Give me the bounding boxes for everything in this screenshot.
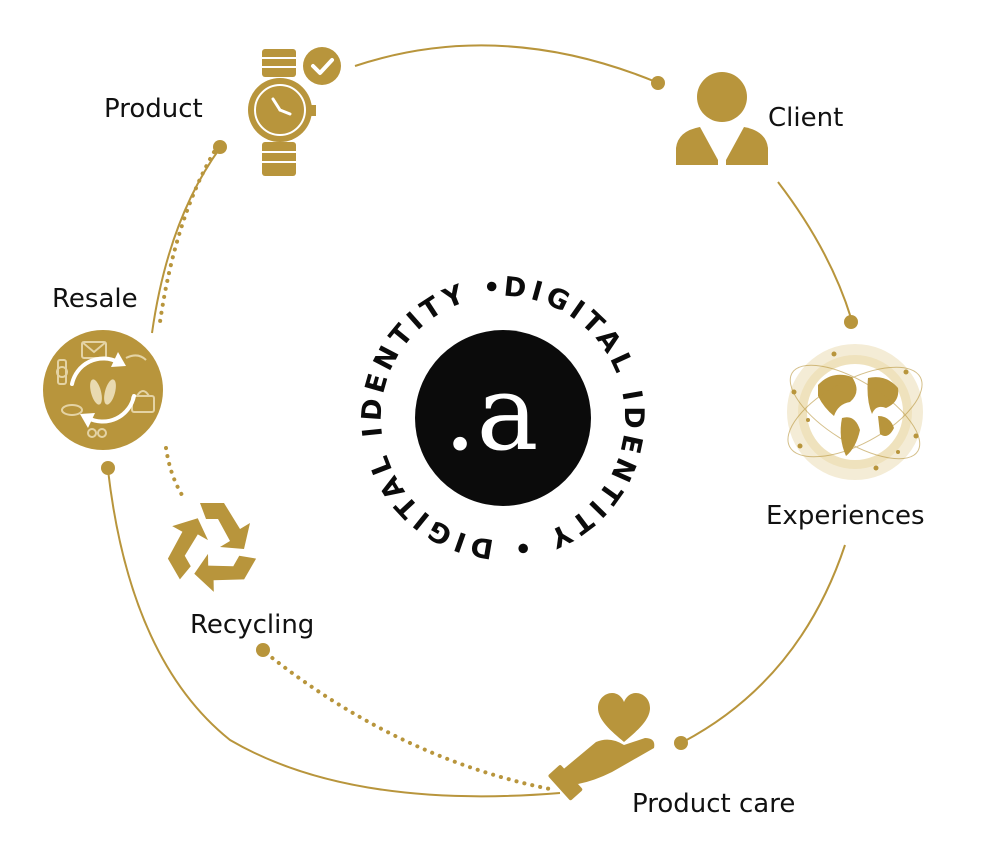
heart-hand-icon — [548, 693, 655, 801]
dotted-recycling-to-product-care — [264, 651, 557, 792]
dot-product-care — [674, 736, 688, 750]
digital-identity-badge: .a DIGITAL IDENTITY • DIGITAL IDENTITY • — [356, 272, 647, 564]
arc-product-care-to-resale — [107, 469, 561, 798]
node-label-recycling: Recycling — [190, 610, 314, 640]
globe-icon — [787, 344, 923, 480]
cycle-arcs — [107, 44, 852, 798]
person-icon — [676, 72, 768, 165]
node-label-experiences: Experiences — [766, 501, 925, 531]
center-logo-text: .a — [443, 352, 538, 474]
arc-client-to-experiences — [777, 181, 852, 319]
dot-client — [651, 76, 665, 90]
watch-check-icon — [248, 47, 341, 176]
dot-experiences — [844, 315, 858, 329]
dotted-connectors — [158, 150, 557, 792]
node-label-product: Product — [104, 94, 203, 124]
resale-items-icon — [43, 330, 163, 450]
recycle-icon — [167, 503, 257, 592]
connector-dots — [101, 76, 858, 750]
dot-recycling — [256, 643, 270, 657]
dotted-resale-to-recycling — [164, 446, 184, 497]
dot-product — [213, 140, 227, 154]
arc-experiences-to-product-care — [682, 544, 846, 743]
node-label-resale: Resale — [52, 284, 138, 314]
dot-resale — [101, 461, 115, 475]
dotted-product-to-resale — [158, 150, 216, 324]
node-label-product-care: Product care — [632, 789, 795, 819]
center-logo-disc — [415, 330, 591, 506]
arc-product-to-client — [354, 44, 657, 83]
node-label-client: Client — [768, 103, 843, 133]
